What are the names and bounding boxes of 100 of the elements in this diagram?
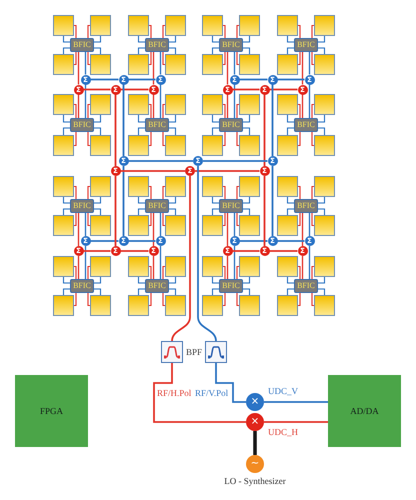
connector-line (74, 104, 77, 118)
converter-label: UDC_H (268, 427, 298, 438)
connector-line (272, 166, 274, 236)
connector-line (120, 170, 185, 172)
connector-line (212, 277, 219, 284)
connector-line (223, 213, 226, 226)
connector-line (298, 186, 301, 199)
connector-line (232, 88, 260, 90)
antenna-patch (128, 215, 149, 236)
connector-line (87, 293, 90, 306)
connector-line (226, 213, 228, 246)
bfic-chip: BFIC (70, 118, 94, 132)
connector-line (78, 52, 80, 84)
connector-line (128, 160, 193, 162)
connector-line (243, 288, 250, 295)
connector-line (94, 277, 102, 284)
connector-line (318, 197, 326, 204)
mixer-node: × (246, 393, 264, 411)
antenna-patch (53, 215, 74, 236)
connector-line (298, 213, 301, 226)
connector-line (149, 52, 152, 66)
antenna-patch (165, 15, 186, 36)
connector-line (253, 431, 257, 455)
antenna-patch (202, 135, 223, 156)
connector-line (169, 47, 176, 54)
connector-line (223, 104, 226, 118)
connector-line (223, 24, 226, 38)
connector-line (311, 104, 314, 118)
connector-line (62, 288, 70, 295)
connector-line (74, 293, 77, 306)
connector-line (264, 94, 266, 166)
connector-line (212, 127, 219, 135)
connector-line (78, 94, 80, 118)
connector-line (87, 186, 90, 199)
antenna-patch (165, 176, 186, 197)
connector-line (318, 277, 326, 284)
connector-line (62, 36, 70, 43)
antenna-patch (239, 295, 260, 316)
antenna-patch (239, 256, 260, 277)
connector-line (138, 115, 145, 123)
connector-line (234, 246, 236, 279)
connector-line (149, 266, 152, 279)
bfic-chip: BFIC (70, 279, 94, 293)
connector-line (234, 52, 236, 74)
connector-line (169, 197, 176, 204)
connector-line (243, 208, 250, 215)
antenna-patch (128, 295, 149, 316)
connector-line (84, 84, 86, 118)
connector-line (311, 52, 314, 66)
antenna-patch (314, 215, 335, 236)
antenna-patch (277, 215, 298, 236)
connector-line (149, 186, 152, 199)
connector-line (169, 277, 176, 284)
connector-line (149, 132, 152, 146)
antenna-patch (277, 94, 298, 115)
connector-line (162, 293, 165, 306)
connector-line (223, 186, 226, 199)
connector-line (87, 213, 90, 226)
antenna-patch (277, 135, 298, 156)
connector-line (226, 256, 228, 279)
connector-line (311, 186, 314, 199)
connector-line (286, 115, 294, 123)
connector-line (236, 104, 239, 118)
connector-line (212, 288, 219, 295)
connector-line (318, 127, 326, 135)
antenna-patch (128, 54, 149, 75)
connector-line (94, 127, 102, 135)
connector-line (308, 52, 310, 74)
connector-line (120, 88, 148, 90)
antenna-patch (53, 54, 74, 75)
bfic-chip: BFIC (145, 279, 169, 293)
connector-line (87, 24, 90, 38)
connector-line (90, 78, 118, 80)
connector-line (197, 166, 217, 342)
antenna-patch (239, 15, 260, 36)
connector-line (223, 266, 226, 279)
connector-line (138, 197, 145, 204)
antenna-patch (202, 15, 223, 36)
connector-line (286, 277, 294, 284)
connector-line (94, 47, 102, 54)
connector-line (74, 24, 77, 38)
connector-line (298, 24, 301, 38)
connector-line (122, 166, 124, 236)
connector-line (308, 213, 310, 236)
signal-label: RF/V.Pol (195, 388, 228, 399)
antenna-patch (202, 256, 223, 277)
connector-line (153, 363, 246, 423)
antenna-patch (53, 15, 74, 36)
connector-line (212, 115, 219, 123)
connector-line (78, 213, 80, 246)
connector-line (138, 277, 145, 284)
connector-line (302, 52, 304, 84)
connector-line (226, 94, 228, 118)
bfic-chip: BFIC (219, 118, 243, 132)
bfic-chip: BFIC (294, 199, 318, 213)
mixer-node: × (246, 413, 264, 431)
connector-line (84, 246, 86, 279)
antenna-patch (314, 176, 335, 197)
connector-line (94, 197, 102, 204)
antenna-patch (128, 15, 149, 36)
